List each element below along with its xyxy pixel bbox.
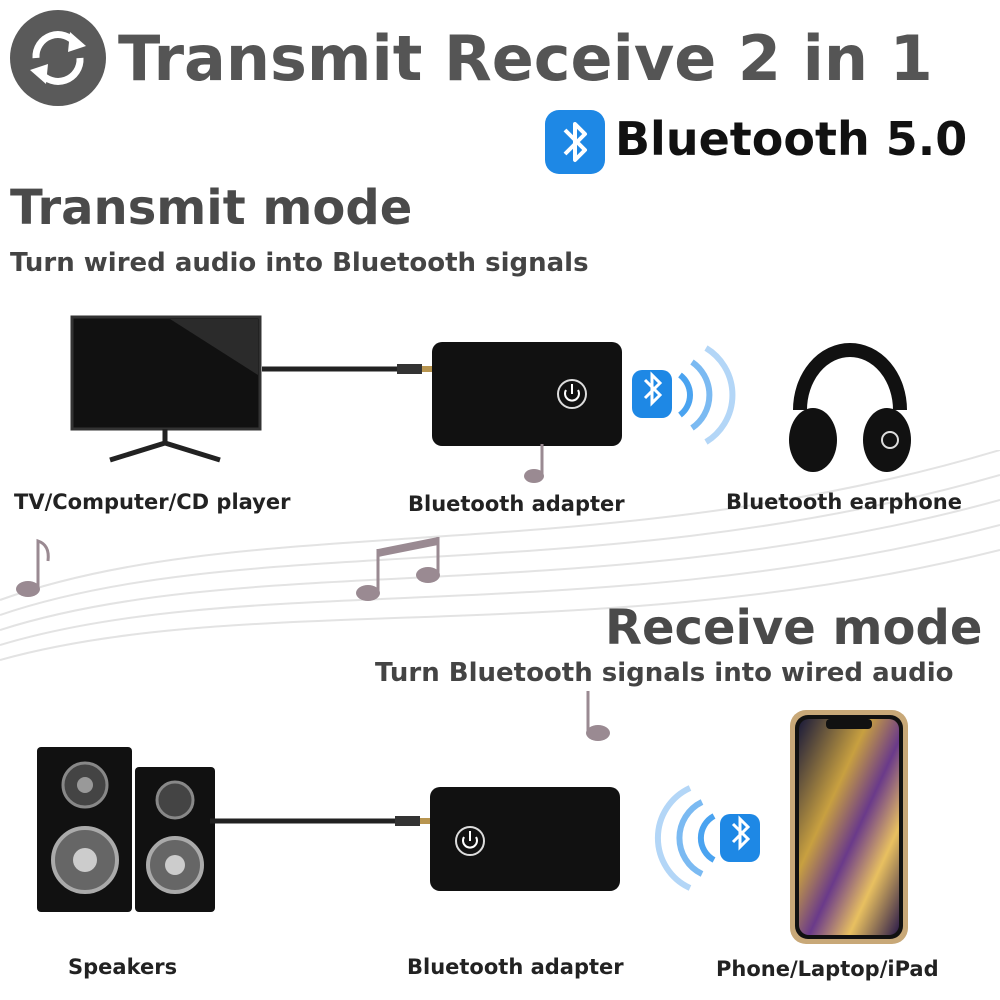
bluetooth-adapter-device (430, 787, 620, 891)
bluetooth-icon (545, 110, 605, 174)
page-title: Transmit Receive 2 in 1 (118, 22, 933, 95)
caption-bluetooth-adapter-transmit: Bluetooth adapter (408, 492, 625, 516)
bluetooth-signal-icon (632, 345, 736, 445)
monitor-icon (70, 315, 262, 463)
bluetooth-version-label: Bluetooth 5.0 (615, 112, 968, 166)
caption-speakers: Speakers (68, 955, 178, 979)
phone-icon (790, 710, 908, 944)
receive-mode-title: Receive mode (605, 600, 983, 656)
music-staff-decoration (0, 450, 1000, 661)
bluetooth-signal-icon (654, 785, 760, 891)
music-note-icon (16, 538, 50, 597)
bluetooth-adapter-device (432, 342, 622, 446)
headphones-icon (789, 343, 911, 472)
transmit-mode-subtitle: Turn wired audio into Bluetooth signals (10, 248, 589, 278)
receive-mode-subtitle: Turn Bluetooth signals into wired audio (375, 658, 954, 688)
music-note-icon (356, 537, 440, 601)
caption-phone-laptop-ipad: Phone/Laptop/iPad (716, 957, 939, 981)
caption-bluetooth-earphone: Bluetooth earphone (726, 490, 962, 514)
audio-cable (210, 816, 435, 826)
caption-bluetooth-adapter-receive: Bluetooth adapter (407, 955, 624, 979)
speakers-icon (37, 747, 215, 912)
audio-cable (262, 364, 437, 374)
transmit-mode-title: Transmit mode (10, 180, 413, 236)
caption-tv-computer-cd: TV/Computer/CD player (14, 490, 291, 514)
music-note-icon (524, 444, 544, 483)
music-note-icon (586, 691, 610, 741)
sync-icon (10, 10, 106, 106)
